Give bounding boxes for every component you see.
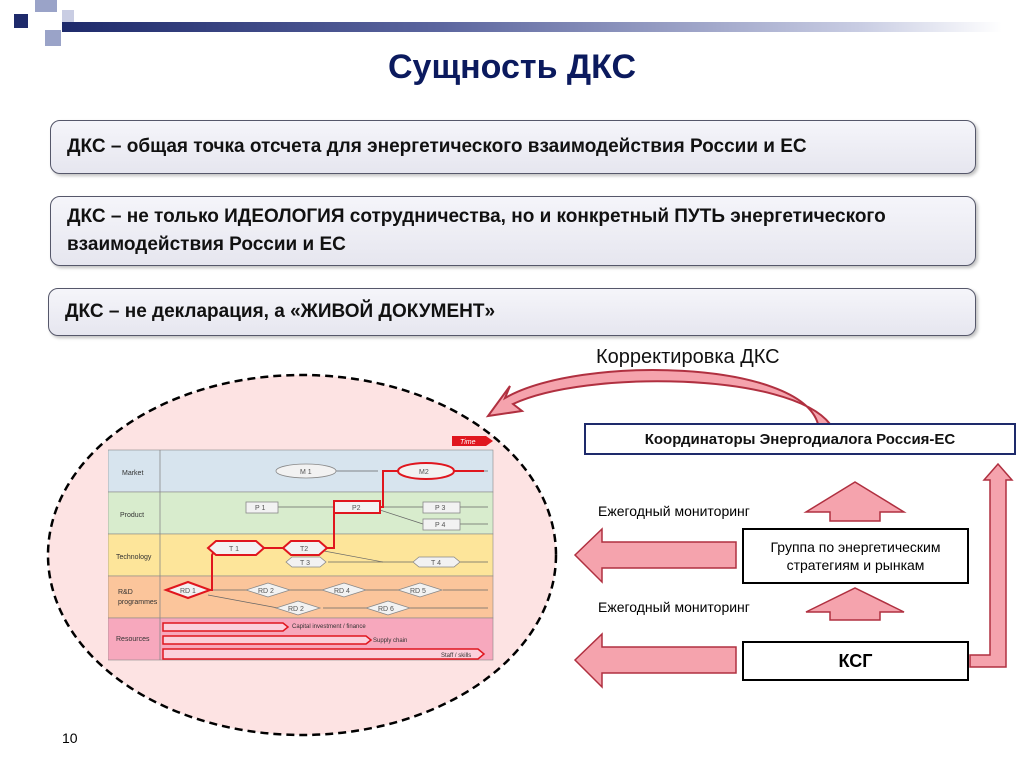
- up-arrow-2: [805, 587, 905, 621]
- coordinators-label: Координаторы Энергодиалога Россия-ЕС: [644, 430, 956, 448]
- node-rd5: RD 5: [410, 588, 426, 595]
- node-p4: P 4: [435, 522, 445, 529]
- resource-supply-label: Supply chain: [373, 638, 407, 644]
- time-arrow: [452, 436, 493, 446]
- node-rd2b: RD 2: [288, 606, 304, 613]
- node-p3: P 3: [435, 505, 445, 512]
- row-label-market: Market: [122, 470, 143, 477]
- left-arrow-1: [573, 527, 737, 584]
- node-t2: T2: [300, 546, 308, 553]
- node-p2: P2: [352, 505, 361, 512]
- ksg-label: КСГ: [838, 650, 873, 671]
- row-label-product: Product: [120, 512, 144, 519]
- page-title: Сущность ДКС: [388, 48, 636, 86]
- page-number: 10: [62, 730, 78, 746]
- monitoring-label-1: Ежегодный мониторинг: [598, 503, 750, 519]
- roadmap-chart: Time Market Product Technology R&D progr…: [108, 436, 494, 661]
- group-box: Группа по энергетическим стратегиям и ры…: [742, 528, 969, 584]
- ksg-box: КСГ: [742, 641, 969, 681]
- resource-bar-capital: [162, 622, 290, 632]
- group-label: Группа по энергетическим стратегиям и ры…: [770, 539, 941, 573]
- row-label-rd: R&D: [118, 589, 133, 596]
- row-label-rd-2: programmes: [118, 599, 158, 606]
- statement-2: ДКС – не только ИДЕОЛОГИЯ сотрудничества…: [50, 196, 976, 266]
- row-label-resources: Resources: [116, 636, 150, 643]
- node-rd1: RD 1: [180, 588, 196, 595]
- left-arrow-2: [573, 632, 737, 689]
- node-rd4: RD 4: [334, 588, 350, 595]
- statement-1: ДКС – общая точка отсчета для энергетиче…: [50, 120, 976, 174]
- node-rd6: RD 6: [378, 606, 394, 613]
- feedback-arrow: [969, 462, 1014, 668]
- node-m2: M2: [419, 469, 429, 476]
- node-p1: P 1: [255, 505, 265, 512]
- correction-arrow: [485, 369, 833, 425]
- resource-staff-label: Staff / skills: [441, 653, 471, 659]
- statement-3: ДКС – не декларация, а «ЖИВОЙ ДОКУМЕНТ»: [48, 288, 976, 336]
- node-t3: T 3: [300, 560, 310, 567]
- correction-label: Корректировка ДКС: [596, 346, 780, 368]
- coordinators-box: Координаторы Энергодиалога Россия-ЕС: [584, 423, 1016, 455]
- node-m1: M 1: [300, 469, 312, 476]
- node-t1: T 1: [229, 546, 239, 553]
- row-label-technology: Technology: [116, 554, 152, 561]
- time-label: Time: [460, 439, 476, 446]
- node-rd2a: RD 2: [258, 588, 274, 595]
- up-arrow-1: [803, 481, 907, 522]
- resource-capital-label: Capital investment / finance: [292, 624, 366, 630]
- resource-bar-staff: [162, 648, 486, 660]
- resource-bar-supply: [162, 635, 373, 645]
- node-t4: T 4: [431, 560, 441, 567]
- monitoring-label-2: Ежегодный мониторинг: [598, 599, 750, 615]
- corner-decoration: [0, 0, 1024, 50]
